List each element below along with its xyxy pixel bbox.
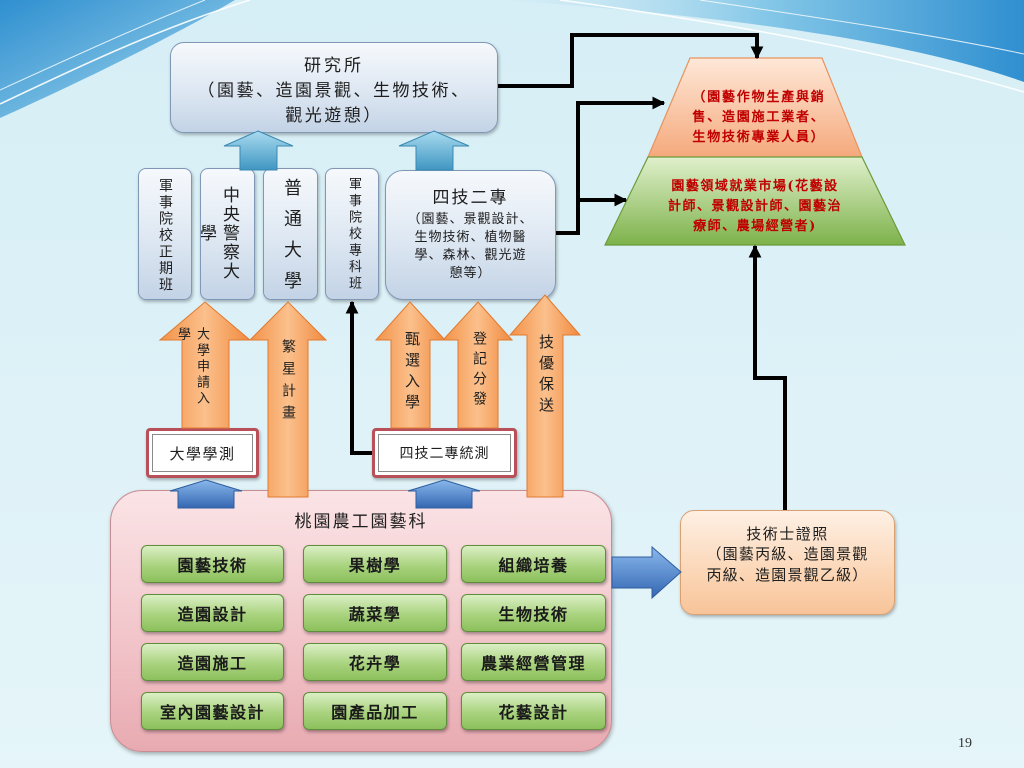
- job-market-line: 計師、景觀設計師、園藝治: [667, 199, 842, 214]
- course-biotechnology: 生物技術: [461, 594, 606, 632]
- gsat-exam-label: 大學學測: [169, 444, 236, 463]
- vocational-title: 四技二專: [432, 188, 509, 208]
- tvee-exam-label: 四技二專統測: [399, 446, 490, 462]
- school-panel: 桃園農工園藝科 園藝技術 果樹學 組織培養 造園設計 蔬菜學 生物技術 造園施工…: [110, 490, 612, 752]
- career-roles-text: （園藝作物生產與銷 售、造園施工業者、 生物技術專業人員）: [669, 88, 849, 148]
- wave-top-left-streak: [0, 0, 251, 105]
- course-farm-management: 農業經營管理: [461, 643, 606, 681]
- course-horticulture-technique: 園藝技術: [141, 545, 284, 583]
- job-market-text: 園藝領域就業市場(花藝設 計師、景觀設計師、園藝治 療師、農場經營者): [645, 177, 865, 237]
- career-roles-line: 售、造園施工業者、: [692, 110, 826, 125]
- wave-top-left-streak: [0, 0, 206, 91]
- wave-top-left: [0, 0, 235, 118]
- graduate-school-title: 研究所: [304, 56, 364, 76]
- course-indoor-horticulture: 室內園藝設計: [141, 692, 284, 730]
- course-landscape-construction: 造園施工: [141, 643, 284, 681]
- military-junior-box: 軍事院校專科班: [325, 168, 379, 300]
- tvee-exam-box: 四技二專統測: [372, 428, 517, 478]
- course-pomology: 果樹學: [303, 545, 447, 583]
- vocational-fields-line: 學、森林、觀光遊: [414, 248, 527, 263]
- job-market-line: 療師、農場經營者): [693, 219, 817, 234]
- vocational-fields-line: 生物技術、植物醫: [414, 230, 527, 245]
- course-tissue-culture: 組織培養: [461, 545, 606, 583]
- course-landscape-design: 造園設計: [141, 594, 284, 632]
- license-box: 技術士證照 （園藝丙級、造園景觀 丙級、造園景觀乙級）: [680, 510, 895, 615]
- military-regular-box: 軍事院校正期班: [138, 168, 192, 300]
- general-university-box: 普通大學: [263, 168, 318, 302]
- wave-top-right-streak: [559, 0, 1024, 93]
- license-title: 技術士證照: [746, 525, 829, 543]
- military-junior-label: 軍事院校專科班: [346, 177, 361, 293]
- graduate-school-fields-line: （園藝、造園景觀、生物技術、: [197, 81, 471, 101]
- gsat-exam-box: 大學學測: [146, 428, 259, 478]
- vocational-fields-line: （園藝、景觀設計、: [407, 212, 534, 227]
- license-levels-line: 丙級、造園景觀乙級）: [706, 566, 869, 584]
- license-levels-line: （園藝丙級、造園景觀: [706, 545, 869, 563]
- route-label-registration-distribution: 登記分發: [471, 331, 487, 411]
- graduate-school-fields-line: 觀光遊憩）: [285, 106, 383, 126]
- military-regular-label: 軍事院校正期班: [157, 178, 173, 294]
- course-floral-design: 花藝設計: [461, 692, 606, 730]
- course-floriculture: 花卉學: [303, 643, 447, 681]
- general-university-label: 普通大學: [281, 178, 302, 302]
- career-roles-line: （園藝作物生產與銷: [692, 90, 826, 105]
- route-label-skill-recommendation: 技優保送: [537, 334, 555, 418]
- course-produce-processing: 園產品加工: [303, 692, 447, 730]
- route-label-star-plan: 繁星計畫: [280, 339, 296, 427]
- career-roles-line: 生物技術專業人員）: [692, 130, 826, 145]
- school-title: 桃園農工園藝科: [294, 512, 428, 532]
- police-university-box: 中央警察大學: [196, 168, 255, 300]
- route-label-selection-admission: 甄選入學: [403, 331, 421, 415]
- police-university-label: 中央警察大學: [196, 185, 239, 281]
- page-number: 19: [958, 736, 972, 751]
- vocational-fields-line: 憩等）: [449, 266, 492, 281]
- course-vegetables: 蔬菜學: [303, 594, 447, 632]
- vocational-box: 四技二專 （園藝、景觀設計、 生物技術、植物醫 學、森林、觀光遊 憩等）: [385, 170, 556, 300]
- wave-top-right-streak: [699, 0, 1024, 55]
- job-market-line: 園藝領域就業市場(花藝設: [671, 179, 839, 194]
- graduate-school-box: 研究所 （園藝、造園景觀、生物技術、 觀光遊憩）: [170, 42, 498, 133]
- wave-top-right: [500, 0, 1024, 82]
- route-label-university-application: 大學申請入學: [175, 327, 209, 407]
